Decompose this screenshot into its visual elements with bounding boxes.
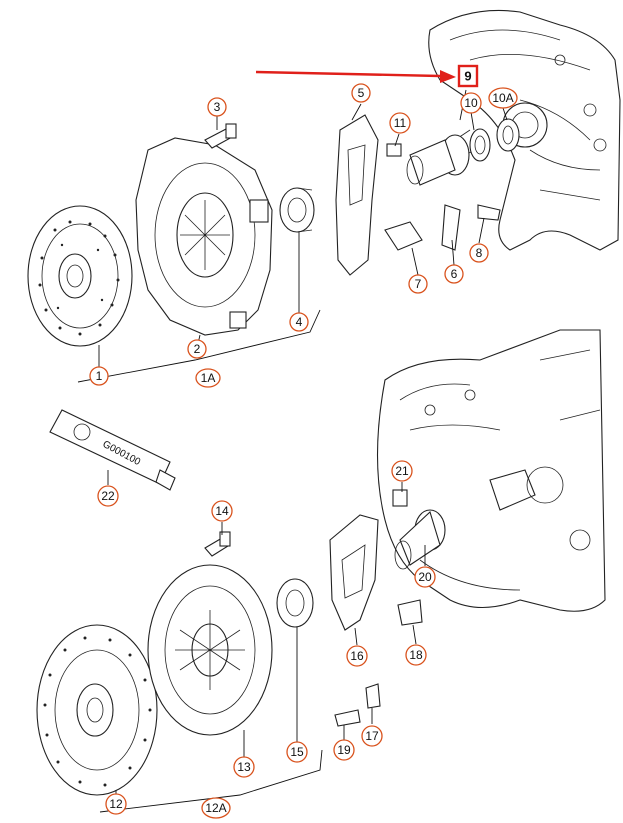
callout-18-label: 18 [409, 648, 423, 662]
callout-17-label: 17 [365, 729, 379, 743]
callout-10[interactable]: 10 [460, 92, 482, 114]
pressure-plate-upper [135, 137, 273, 336]
callout-5[interactable]: 5 [351, 83, 371, 103]
callout-11-label: 11 [394, 116, 407, 130]
callout-22[interactable]: 22 [97, 485, 119, 507]
callout-15-label: 15 [290, 745, 304, 759]
callout-14-label: 14 [215, 504, 229, 518]
callout-3[interactable]: 3 [207, 97, 227, 117]
callout-20-label: 20 [418, 570, 432, 584]
guide-sleeve-lower [392, 489, 446, 570]
callout-19[interactable]: 19 [333, 739, 355, 761]
callout-8-label: 8 [476, 246, 483, 260]
callout-13[interactable]: 13 [233, 756, 255, 778]
callout-12[interactable]: 12 [105, 793, 127, 815]
callout-21[interactable]: 21 [391, 460, 413, 482]
callout-3-label: 3 [214, 100, 221, 114]
callout-1A-label: 1A [201, 371, 216, 385]
callout-13-label: 13 [237, 760, 251, 774]
callout-11[interactable]: 11 [389, 112, 411, 134]
callout-7-label: 7 [415, 277, 422, 291]
seal-rings-upper [469, 118, 520, 162]
release-bearing-lower [276, 578, 314, 628]
callout-9-highlighted[interactable]: 9 [457, 64, 479, 88]
callout-2-label: 2 [194, 342, 201, 356]
callout-2[interactable]: 2 [187, 339, 207, 359]
grease-tube: G000100 [49, 409, 176, 491]
release-lever-upper [335, 114, 379, 276]
pressure-plate-lower [147, 564, 273, 736]
callout-16[interactable]: 16 [346, 645, 368, 667]
callout-18[interactable]: 18 [405, 644, 427, 666]
release-lever-lower [329, 514, 379, 631]
small-parts-lower [334, 599, 423, 727]
callout-1A[interactable]: 1A [195, 368, 221, 388]
bolt-upper [204, 123, 237, 149]
highlight-arrow [255, 70, 456, 83]
clutch-disc-upper [27, 205, 133, 347]
callout-17[interactable]: 17 [361, 725, 383, 747]
callout-14[interactable]: 14 [211, 500, 233, 522]
callout-1[interactable]: 1 [89, 366, 109, 386]
callout-12A-label: 12A [205, 801, 226, 815]
callout-21-label: 21 [395, 464, 409, 478]
callout-7[interactable]: 7 [408, 274, 428, 294]
callout-12A[interactable]: 12A [201, 797, 231, 819]
release-bearing-upper [279, 187, 315, 233]
clutch-disc-lower [36, 624, 158, 796]
bolt-lower [204, 531, 231, 557]
callout-15[interactable]: 15 [286, 741, 308, 763]
leader-lines [77, 89, 508, 813]
callout-1-label: 1 [96, 369, 103, 383]
small-parts-upper [384, 204, 501, 251]
callout-5-label: 5 [358, 86, 365, 100]
callout-8[interactable]: 8 [469, 243, 489, 263]
callout-22-label: 22 [101, 489, 115, 503]
callout-9-label: 9 [464, 69, 471, 84]
callout-4-label: 4 [296, 315, 303, 329]
callout-10A[interactable]: 10A [488, 87, 518, 109]
callout-6-label: 6 [451, 267, 458, 281]
callout-10-label: 10 [464, 96, 478, 110]
callout-12-label: 12 [109, 797, 123, 811]
callout-19-label: 19 [337, 743, 351, 757]
callout-10A-label: 10A [492, 91, 513, 105]
guide-sleeve-upper [386, 134, 470, 186]
callout-4[interactable]: 4 [289, 312, 309, 332]
callout-6[interactable]: 6 [444, 264, 464, 284]
callout-20[interactable]: 20 [414, 566, 436, 588]
callout-16-label: 16 [350, 649, 364, 663]
